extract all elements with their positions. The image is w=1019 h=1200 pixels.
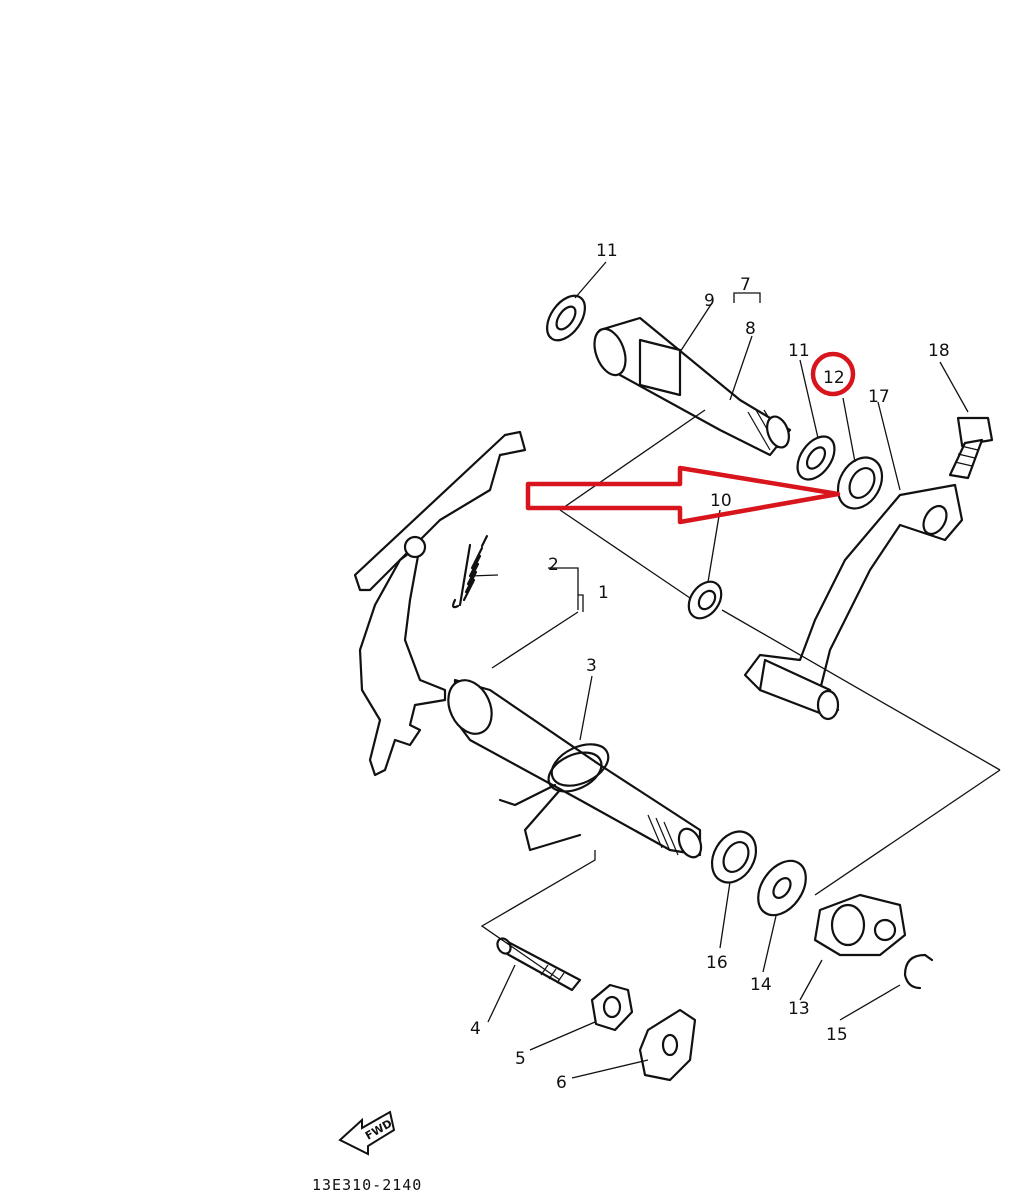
label-part-6: 6 (556, 1073, 567, 1093)
label-part-9: 9 (704, 291, 715, 311)
pedal-part-17 (743, 483, 964, 721)
washer-part-11-top (546, 294, 586, 342)
leader-lines (469, 261, 1001, 1079)
highlight-circle-part-12 (810, 351, 856, 397)
label-part-17: 17 (868, 387, 890, 407)
label-part-1: 1 (598, 583, 609, 603)
label-part-11-right: 11 (788, 341, 810, 361)
fwd-arrow-icon: FWD (338, 1110, 396, 1156)
label-part-4: 4 (470, 1019, 481, 1039)
washer-part-11-right (796, 435, 836, 481)
label-part-18: 18 (928, 341, 950, 361)
label-part-11-top: 11 (596, 241, 618, 261)
bolt-part-18 (948, 416, 994, 480)
label-part-16: 16 (706, 953, 728, 973)
shift-shaft-assembly-part-1 (353, 430, 703, 859)
seal-part-12 (836, 456, 884, 510)
seal-part-10 (687, 580, 723, 620)
washer-part-14 (757, 859, 807, 917)
nut-part-5 (590, 983, 634, 1032)
seal-part-16 (710, 830, 758, 884)
shaft-part-8 (593, 316, 792, 457)
spring-part-2 (451, 535, 489, 609)
label-part-15: 15 (826, 1025, 848, 1045)
label-part-5: 5 (515, 1049, 526, 1069)
label-part-8: 8 (745, 319, 756, 339)
plate-part-6 (638, 1008, 697, 1082)
label-part-10: 10 (710, 491, 732, 511)
label-part-3: 3 (586, 656, 597, 676)
label-part-7: 7 (740, 275, 751, 295)
label-part-2: 2 (548, 555, 559, 575)
highlight-arrow (525, 465, 841, 525)
stopper-part-13 (813, 893, 907, 957)
label-part-13: 13 (788, 999, 810, 1019)
drawing-code: 13E310-2140 (312, 1176, 422, 1194)
circlip-part-15 (903, 953, 934, 990)
label-part-12: 12 (823, 368, 845, 388)
label-part-14: 14 (750, 975, 772, 995)
spring-part-3 (498, 743, 610, 852)
